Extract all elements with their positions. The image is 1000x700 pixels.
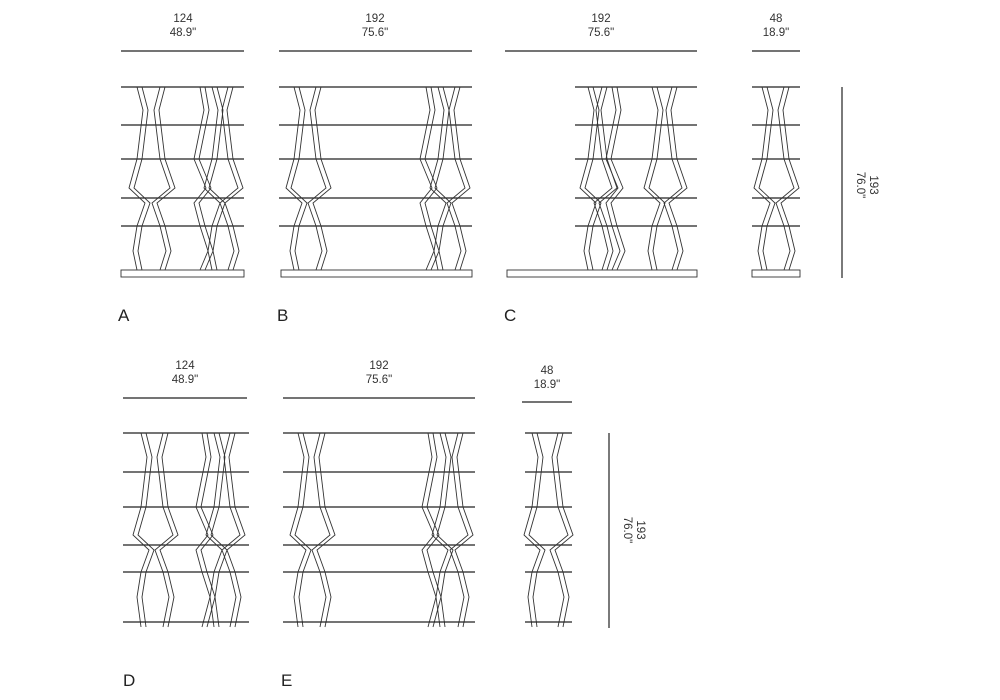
unit-a-width-in: 48.9": [170, 27, 196, 39]
leg: [221, 432, 241, 628]
leg: [316, 432, 336, 628]
leg: [663, 86, 683, 271]
base-plinth: [751, 269, 801, 278]
base-plinth: [506, 269, 698, 278]
leg: [290, 86, 308, 271]
leg: [289, 432, 307, 628]
height-bottom-in: 76.0": [621, 517, 633, 543]
unit-a-width-cm: 124: [173, 13, 193, 25]
leg: [528, 432, 546, 628]
leg: [454, 432, 474, 628]
leg: [775, 86, 795, 271]
unit-single-bottom-width-in: 18.9": [534, 379, 560, 391]
leg: [449, 432, 469, 628]
leg: [132, 432, 150, 628]
unit-single-top-width-cm: 48: [770, 13, 783, 25]
unit-single-top-width-in: 18.9": [763, 27, 789, 39]
drawing-lines: [120, 50, 843, 628]
leg: [195, 432, 211, 628]
leg: [224, 86, 244, 271]
leg: [137, 432, 155, 628]
label-a: A: [118, 306, 130, 325]
leg: [780, 86, 800, 271]
leg: [203, 86, 221, 271]
unit-b-width-in: 75.6": [362, 27, 388, 39]
leg: [451, 86, 471, 271]
leg: [151, 86, 171, 271]
leg: [205, 432, 223, 628]
leg: [294, 432, 312, 628]
leg: [436, 432, 454, 628]
leg: [605, 86, 621, 271]
unit-d-width-cm: 124: [175, 360, 195, 372]
leg: [584, 86, 602, 271]
unit-c-width-cm: 192: [591, 13, 610, 25]
leg: [226, 432, 246, 628]
leg: [419, 86, 435, 271]
height-top-cm: 193: [867, 175, 879, 194]
unit-c-width-in: 75.6": [588, 27, 614, 39]
label-d: D: [123, 671, 135, 690]
leg: [523, 432, 541, 628]
leg: [311, 432, 331, 628]
leg: [128, 86, 146, 271]
leg: [198, 86, 214, 271]
leg: [421, 432, 437, 628]
leg: [610, 86, 626, 271]
leg: [159, 432, 179, 628]
leg: [307, 86, 327, 271]
leg: [200, 432, 216, 628]
leg: [668, 86, 688, 271]
leg: [156, 86, 176, 271]
base-plinth: [120, 269, 245, 278]
label-c: C: [504, 306, 516, 325]
leg: [431, 432, 449, 628]
leg: [429, 86, 447, 271]
leg: [598, 86, 618, 271]
unit-single-bottom-width-cm: 48: [541, 365, 554, 377]
leg: [554, 432, 574, 628]
unit-e-width-cm: 192: [369, 360, 388, 372]
label-e: E: [281, 671, 292, 690]
leg: [648, 86, 666, 271]
leg: [434, 86, 452, 271]
unit-d-width-in: 48.9": [172, 374, 198, 386]
label-b: B: [277, 306, 288, 325]
unit-b-width-cm: 192: [365, 13, 384, 25]
height-bottom-cm: 193: [634, 520, 646, 539]
leg: [219, 86, 239, 271]
leg: [424, 86, 440, 271]
leg: [133, 86, 151, 271]
unit-e-width-in: 75.6": [366, 374, 392, 386]
leg: [210, 432, 228, 628]
leg: [446, 86, 466, 271]
leg: [193, 86, 209, 271]
leg: [426, 432, 442, 628]
leg: [285, 86, 303, 271]
leg: [758, 86, 776, 271]
base-plinth: [280, 269, 473, 278]
leg: [579, 86, 597, 271]
height-top-in: 76.0": [854, 172, 866, 198]
leg: [312, 86, 332, 271]
leg: [753, 86, 771, 271]
leg: [154, 432, 174, 628]
leg: [549, 432, 569, 628]
leg: [643, 86, 661, 271]
leg: [208, 86, 226, 271]
leg: [593, 86, 613, 271]
